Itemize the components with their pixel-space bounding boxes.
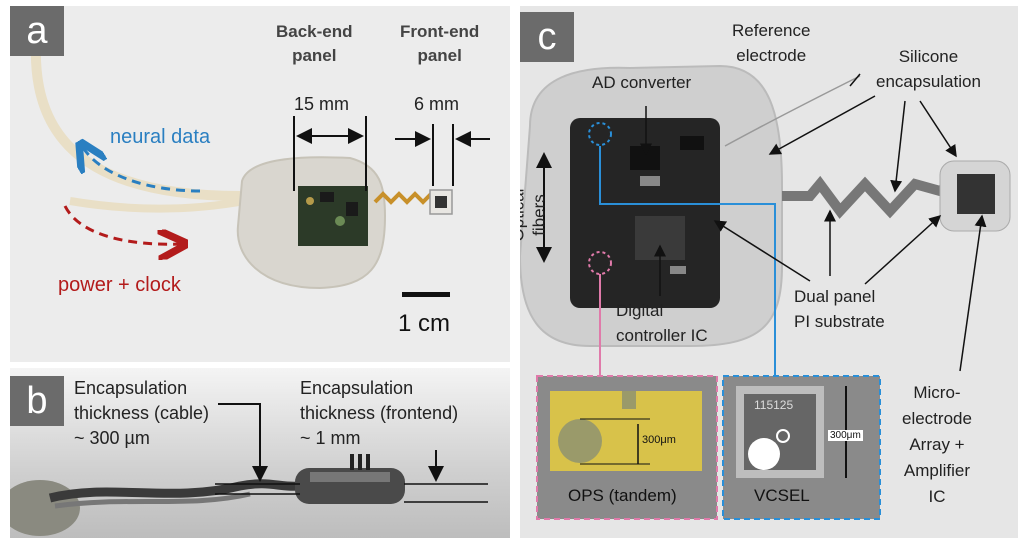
frontend-label-line1: Front-end bbox=[400, 22, 480, 41]
vcsel-code: 115125 bbox=[754, 398, 794, 412]
panel-a: a Back-end panel Front-end panel 15 mm 6… bbox=[10, 6, 510, 362]
backend-label: Back-end panel bbox=[276, 20, 353, 68]
frontend-thickness-value: ~ 1 mm bbox=[300, 428, 361, 448]
reference-electrode-label: Reference electrode bbox=[732, 18, 810, 68]
electrode-array-line3: Array + bbox=[909, 435, 965, 454]
optical-fibers-line2: fibers bbox=[529, 194, 549, 236]
vcsel-location bbox=[588, 122, 612, 146]
panel-b-photo bbox=[10, 368, 510, 538]
neural-data-label: neural data bbox=[110, 126, 211, 148]
electrode-array-line1: Micro- bbox=[913, 383, 961, 402]
frontend-dimension: 6 mm bbox=[414, 94, 459, 114]
cable-thickness-label: Encapsulation thickness (cable) ~ 300 µm bbox=[74, 376, 209, 451]
reference-electrode-line2: electrode bbox=[736, 46, 807, 65]
optical-fibers-label: Optical fibers bbox=[520, 189, 549, 242]
electrode-array-line4: Amplifier bbox=[903, 461, 971, 480]
electrode-array-label: Micro- electrode Array + Amplifier IC bbox=[902, 380, 972, 510]
cable-thickness-line2: thickness (cable) bbox=[74, 403, 210, 423]
pi-substrate bbox=[782, 172, 963, 219]
panel-a-tag: a bbox=[10, 6, 64, 56]
panel-a-photo bbox=[30, 6, 490, 297]
frontend-thickness-line1: Encapsulation bbox=[300, 378, 414, 398]
backend-dimension: 15 mm bbox=[294, 94, 350, 114]
pi-substrate-line1: Dual panel bbox=[794, 287, 876, 306]
digital-controller-label: Digital controller IC bbox=[616, 298, 708, 348]
silicone-encapsulation-line2: encapsulation bbox=[876, 72, 981, 91]
cable-thickness-value: ~ 300 µm bbox=[74, 428, 150, 448]
reference-electrode-line1: Reference bbox=[732, 21, 811, 40]
cable-thickness-line1: Encapsulation bbox=[74, 378, 188, 398]
ad-converter-label: AD converter bbox=[592, 73, 692, 92]
backend-label-line1: Back-end bbox=[276, 22, 353, 41]
silicone-encapsulation-line1: Silicone bbox=[898, 47, 959, 66]
vcsel-dimension: 300μm bbox=[828, 430, 863, 441]
backend-pcb bbox=[570, 118, 720, 308]
ops-location bbox=[588, 251, 612, 275]
silicone-encapsulation-label: Silicone encapsulation bbox=[876, 44, 981, 94]
power-arrow bbox=[63, 205, 182, 244]
pi-substrate-label: Dual panel PI substrate bbox=[794, 284, 885, 334]
panel-c: c Reference electrode Silicone encapsula… bbox=[520, 6, 1018, 538]
ops-dimension: 300μm bbox=[642, 434, 676, 446]
neural-data-arrow bbox=[82, 146, 201, 193]
backend-label-line2: panel bbox=[292, 46, 337, 65]
panel-c-tag: c bbox=[520, 12, 574, 62]
ops-label: OPS (tandem) bbox=[568, 486, 677, 505]
digital-controller-line2: controller IC bbox=[616, 326, 708, 345]
scale-label: 1 cm bbox=[398, 310, 451, 337]
panel-c-photo bbox=[520, 64, 1011, 520]
frontend-thickness-line2: thickness (frontend) bbox=[300, 403, 459, 423]
frontend-thickness-label: Encapsulation thickness (frontend) ~ 1 m… bbox=[300, 376, 458, 451]
electrode-array-line2: electrode bbox=[902, 409, 972, 428]
digital-controller-line1: Digital bbox=[616, 301, 664, 320]
panel-b: b Encapsulation thickness (cable) ~ 300 … bbox=[10, 368, 510, 538]
vcsel-label: VCSEL bbox=[754, 486, 810, 505]
frontend-label-line2: panel bbox=[417, 46, 462, 65]
panel-b-tag: b bbox=[10, 376, 64, 426]
electrode-array-chip bbox=[957, 174, 995, 214]
pi-substrate-line2: PI substrate bbox=[794, 312, 885, 331]
frontend-label: Front-end panel bbox=[400, 20, 479, 68]
power-clock-label: power + clock bbox=[58, 274, 181, 296]
scale-bar bbox=[402, 292, 450, 297]
optical-fibers-line1: Optical bbox=[520, 188, 528, 242]
electrode-array-line5: IC bbox=[928, 487, 946, 506]
